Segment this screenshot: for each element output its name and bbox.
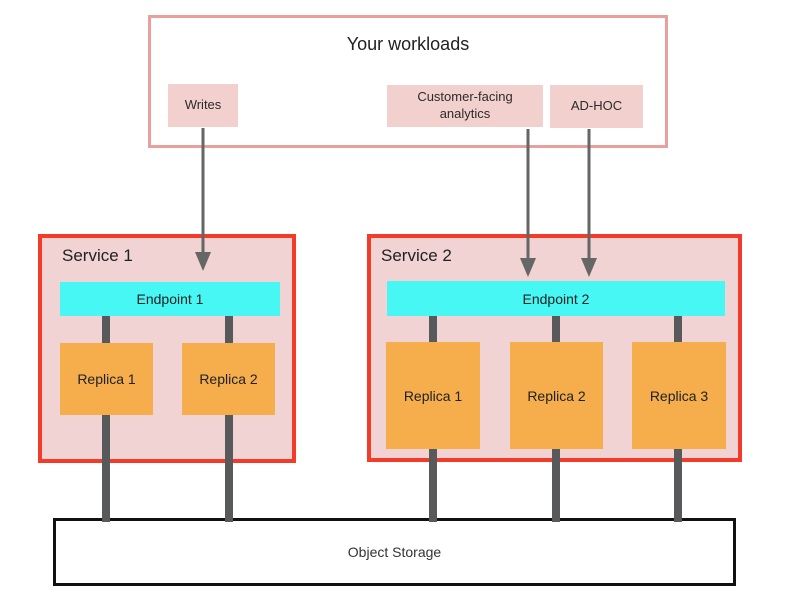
workload-ad-hoc: AD-HOC <box>550 85 643 128</box>
service-1-title: Service 1 <box>62 246 133 265</box>
service-1-replica-2: Replica 2 <box>182 343 275 415</box>
service-1-endpoint: Endpoint 1 <box>60 282 280 316</box>
service-2-replica-2: Replica 2 <box>510 342 603 449</box>
workload-writes: Writes <box>168 84 238 127</box>
workload-customer-facing-analytics: Customer-facing analytics <box>387 85 543 127</box>
service-2-title: Service 2 <box>381 246 452 265</box>
service-1-replica-1: Replica 1 <box>60 343 153 415</box>
service-2-endpoint: Endpoint 2 <box>387 281 725 316</box>
service-2-replica-1: Replica 1 <box>386 342 480 449</box>
object-storage-box: Object Storage <box>53 518 736 586</box>
service-2-replica-3: Replica 3 <box>632 342 726 449</box>
workloads-title: Your workloads <box>346 34 470 54</box>
